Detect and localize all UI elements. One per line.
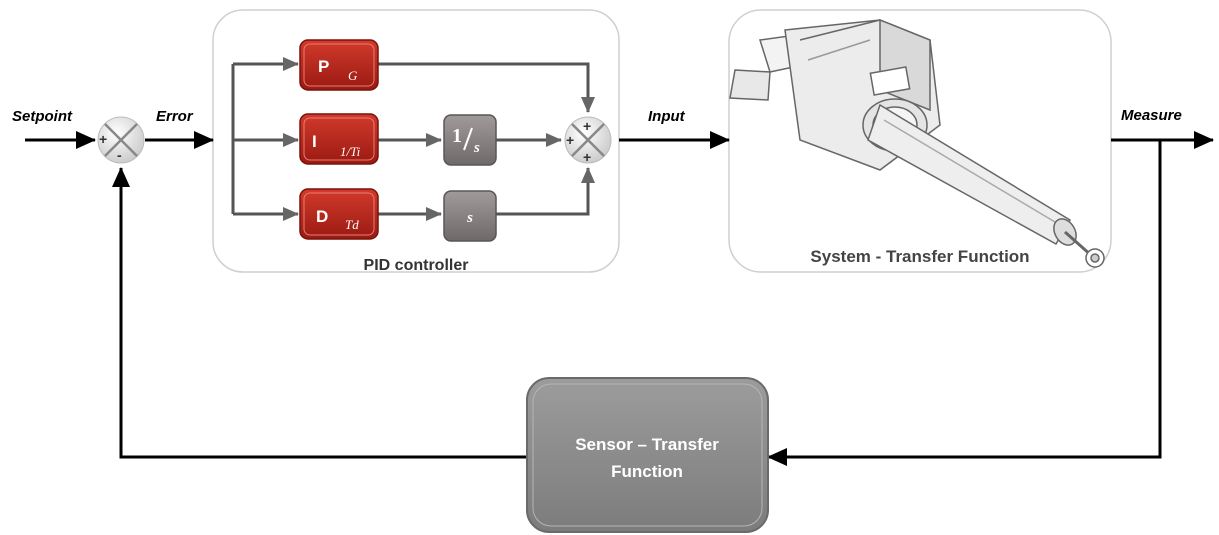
sensor-line-2: Function [611, 462, 683, 481]
integrator-block: 1 s [443, 114, 497, 166]
summing-junction-error: + - [97, 116, 145, 164]
p-letter: P [318, 57, 329, 76]
differentiator-block: s [443, 190, 497, 242]
linear-actuator-image [729, 18, 1105, 268]
pid-controller-title: PID controller [364, 257, 469, 274]
pid-branch-lines [231, 57, 595, 221]
integrator-denominator: s [473, 140, 480, 156]
sensor-block: Sensor – Transfer Function [526, 377, 769, 533]
input-label: Input [648, 108, 686, 125]
sum2-plus-bottom: + [583, 149, 591, 165]
system-title: System - Transfer Function [810, 247, 1029, 266]
sum2-plus-top: + [583, 118, 591, 134]
p-gain-block: P G [299, 39, 379, 91]
error-label: Error [156, 108, 194, 125]
sensor-line-1: Sensor – Transfer [575, 435, 719, 454]
feedback-line-right [767, 140, 1162, 466]
measure-label: Measure [1121, 107, 1182, 124]
d-param: Td [345, 217, 359, 232]
integrator-numerator: 1 [452, 125, 462, 147]
setpoint-label: Setpoint [12, 108, 73, 125]
feedback-line-left [112, 167, 527, 459]
sum2-plus-left: + [566, 132, 574, 148]
d-letter: D [316, 207, 328, 226]
sum1-plus-sign: + [99, 131, 107, 147]
i-letter: I [312, 132, 317, 151]
differentiator-label: s [466, 210, 473, 226]
summing-junction-pid: + + + [564, 116, 612, 165]
sum1-minus-sign: - [117, 147, 122, 163]
d-gain-block: D Td [299, 188, 379, 240]
i-param: 1/Ti [340, 144, 361, 159]
p-param: G [348, 68, 358, 83]
i-gain-block: I 1/Ti [299, 113, 379, 165]
